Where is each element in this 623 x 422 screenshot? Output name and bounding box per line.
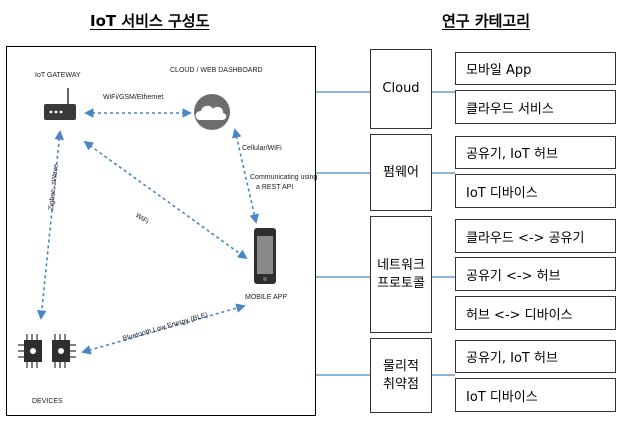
item-box: 공유기, IoT 허브	[455, 136, 616, 169]
devices-label: DEVICES	[32, 398, 63, 405]
item-box: 허브 <-> 디바이스	[455, 296, 616, 330]
item-box: 클라우드 <-> 공유기	[455, 219, 616, 253]
arrow-gateway-mobile	[83, 140, 248, 260]
category-physical-vuln: 물리적 취약점	[370, 338, 432, 413]
link-label-rest-2: a REST API	[256, 184, 294, 191]
arrow-cloud-mobile	[232, 128, 259, 224]
item-label: 공유기 <-> 허브	[466, 268, 561, 284]
item-box: IoT 디바이스	[455, 174, 616, 208]
item-label: 클라우드 <-> 공유기	[466, 230, 585, 246]
category-physical-label-line2: 취약점	[383, 376, 419, 392]
phone-icon	[254, 228, 276, 284]
item-box: IoT 디바이스	[455, 378, 616, 412]
item-label: 모바일 App	[466, 63, 532, 78]
category-cloud: Cloud	[370, 49, 432, 129]
diagram-title: IoT 서비스 구성도	[90, 12, 210, 30]
item-label: 클라우드 서비스	[466, 101, 554, 117]
arrow-gateway-devices	[37, 130, 64, 320]
gateway-label: IoT GATEWAY	[35, 72, 81, 79]
item-label: IoT 디바이스	[466, 185, 538, 201]
item-label: IoT 디바이스	[466, 389, 538, 405]
category-physical-label-line1: 물리적	[383, 358, 419, 374]
iot-diagram-frame	[6, 46, 316, 416]
cloud-label: CLOUD / WEB DASHBOARD	[170, 67, 263, 74]
item-label: 허브 <-> 디바이스	[466, 307, 573, 323]
category-cloud-label: Cloud	[382, 81, 420, 96]
category-firmware: 펌웨어	[370, 134, 432, 211]
item-label: 공유기, IoT 허브	[466, 147, 558, 162]
router-icon	[44, 88, 76, 120]
category-network-protocol: 네트워크 프로토콜	[370, 216, 432, 333]
mobile-label: MOBILE APP	[245, 294, 288, 301]
arrow-devices-mobile	[81, 303, 246, 355]
category-firmware-label: 펌웨어	[383, 164, 419, 180]
item-box: 모바일 App	[455, 52, 616, 85]
link-label-wifi-gsm: WiFi/GSM/Ethernet	[103, 94, 164, 101]
chip-icon	[18, 334, 76, 368]
link-label-cellular: Cellular/WiFi	[242, 145, 282, 152]
category-title: 연구 카테고리	[442, 12, 531, 30]
item-box: 클라우드 서비스	[455, 90, 616, 124]
category-network-label-line2: 프로토콜	[377, 275, 425, 291]
item-box: 공유기 <-> 허브	[455, 257, 616, 291]
category-network-label-line1: 네트워크	[377, 257, 425, 273]
link-label-rest-1: Communicating using	[250, 174, 318, 181]
item-box: 공유기, IoT 허브	[455, 340, 616, 373]
cloud-icon	[194, 94, 230, 130]
item-label: 공유기, IoT 허브	[466, 351, 558, 366]
